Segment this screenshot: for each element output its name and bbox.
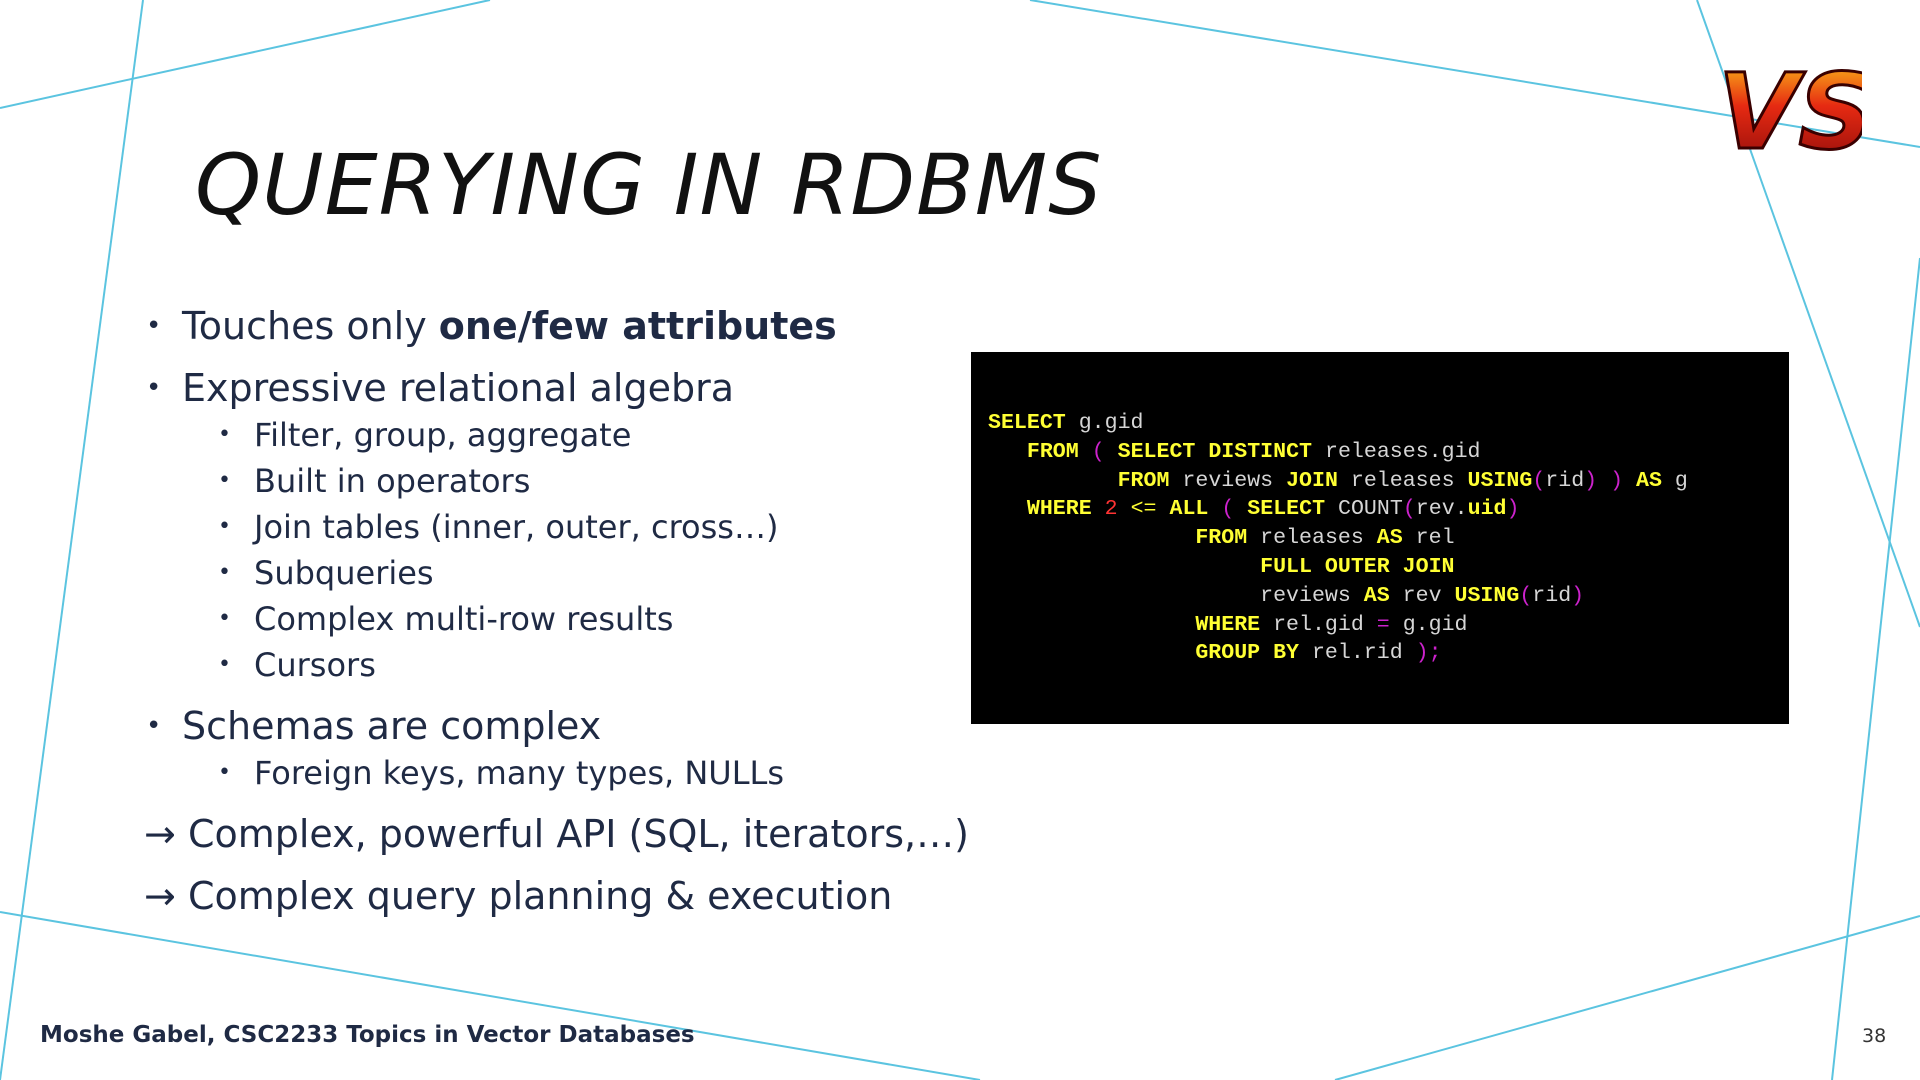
code-token: AS	[1376, 526, 1403, 551]
arrow-point-api: → Complex, powerful API (SQL, iterators,…	[140, 810, 969, 858]
code-token: (	[1221, 497, 1235, 522]
sub-bullet: Join tables (inner, outer, cross…)	[140, 504, 960, 550]
code-token: )	[1506, 497, 1520, 522]
code-token	[1092, 497, 1105, 521]
code-token: rid	[1545, 468, 1585, 493]
code-token: reviews	[1169, 468, 1287, 493]
code-token: )	[1571, 583, 1585, 608]
sub-bullet: Built in operators	[140, 458, 960, 504]
code-token: SELECT	[1247, 497, 1326, 522]
code-token: SELECT	[988, 411, 1066, 435]
code-token: );	[1415, 641, 1442, 666]
code-token: FROM	[1117, 468, 1170, 493]
page-number: 38	[1862, 1025, 1887, 1047]
code-token: ALL	[1169, 497, 1209, 522]
code-token: releases	[1247, 526, 1377, 551]
code-line: FROM releases AS rel	[988, 524, 1789, 553]
code-token	[1105, 440, 1118, 464]
arrow-icon: →	[144, 874, 176, 918]
code-token: JOIN	[1286, 468, 1338, 493]
code-token	[1234, 497, 1247, 521]
code-token: rel.rid	[1299, 641, 1416, 666]
code-token: rev.	[1415, 497, 1468, 522]
code-token: USING	[1467, 468, 1533, 493]
code-token: releases.gid	[1312, 439, 1481, 464]
code-token	[1597, 469, 1610, 493]
code-token	[988, 613, 1195, 637]
code-token: g	[1661, 468, 1688, 493]
code-token: )	[1584, 468, 1598, 493]
code-token: (	[1519, 583, 1533, 608]
code-token	[1157, 497, 1170, 521]
logo-text: VS	[1718, 51, 1862, 170]
sub-bullet: Filter, group, aggregate	[140, 412, 960, 458]
code-token: AS	[1363, 583, 1390, 608]
code-token: )	[1610, 468, 1624, 493]
vs-logo: VS	[1717, 50, 1863, 170]
code-line: WHERE rel.gid = g.gid	[988, 611, 1789, 640]
code-token: rel	[1402, 526, 1455, 551]
slide-title: QUERYING IN RDBMS	[195, 136, 1103, 234]
sub-bullet: Complex multi-row results	[140, 596, 960, 642]
code-token: g.gid	[1389, 612, 1468, 637]
code-token: SELECT DISTINCT	[1117, 439, 1313, 464]
bullet-bold-text: one/few attributes	[438, 304, 837, 348]
code-token: FROM	[1026, 439, 1079, 464]
code-token	[988, 497, 1027, 521]
code-token: FROM	[1195, 526, 1248, 551]
code-token: (	[1091, 439, 1105, 464]
code-token: rid	[1532, 583, 1572, 608]
arrow-icon: →	[144, 812, 176, 856]
sub-bullet: Foreign keys, many types, NULLs	[140, 750, 960, 796]
code-token	[988, 555, 1260, 579]
code-token	[988, 440, 1027, 464]
code-token	[1118, 497, 1131, 521]
code-token: rev	[1389, 583, 1455, 608]
code-token: =	[1376, 612, 1390, 637]
code-token: (	[1402, 497, 1416, 522]
bullet-list: Touches only one/few attributes Expressi…	[140, 302, 969, 920]
code-token: <=	[1130, 497, 1157, 522]
code-token: reviews	[988, 583, 1364, 608]
code-token: WHERE	[1195, 612, 1261, 637]
code-line: FROM ( SELECT DISTINCT releases.gid	[988, 438, 1789, 467]
code-token: AS	[1636, 468, 1662, 493]
code-token: USING	[1454, 583, 1520, 608]
code-token: GROUP BY	[1195, 641, 1300, 666]
code-token: COUNT	[1325, 497, 1403, 522]
code-token: (	[1532, 468, 1546, 493]
code-token: 2	[1104, 497, 1118, 522]
code-token	[988, 526, 1195, 550]
code-token: rel.gid	[1260, 612, 1377, 637]
bullet-relational-algebra: Expressive relational algebra	[140, 364, 960, 412]
sub-bullet: Cursors	[140, 642, 960, 688]
code-line: SELECT g.gid	[988, 409, 1789, 438]
code-token	[988, 469, 1118, 493]
sub-bullet: Subqueries	[140, 550, 960, 596]
footer-text: Moshe Gabel, CSC2233 Topics in Vector Da…	[40, 1022, 695, 1048]
arrow-point-planning: → Complex query planning & execution	[140, 872, 960, 920]
code-token: FULL OUTER JOIN	[1260, 554, 1455, 579]
code-line: GROUP BY rel.rid );	[988, 639, 1789, 668]
arrow-text: Complex, powerful API (SQL, iterators,…)	[187, 812, 969, 856]
bullet-text: Touches only	[182, 304, 439, 348]
code-token	[1208, 497, 1221, 521]
code-token	[1079, 440, 1092, 464]
bullet-schemas: Schemas are complex	[140, 702, 960, 750]
code-line: WHERE 2 <= ALL ( SELECT COUNT(rev.uid)	[988, 495, 1789, 524]
code-token	[1623, 469, 1636, 493]
code-token: releases	[1337, 468, 1468, 493]
arrow-text: Complex query planning & execution	[187, 874, 893, 918]
code-token: g.gid	[1065, 411, 1144, 435]
code-token	[988, 641, 1195, 665]
code-line: FROM reviews JOIN releases USING(rid) ) …	[988, 467, 1789, 496]
code-token: uid	[1467, 497, 1507, 522]
sql-code-block: SELECT g.gid FROM ( SELECT DISTINCT rele…	[971, 352, 1789, 724]
code-line: reviews AS rev USING(rid)	[988, 582, 1789, 611]
bullet-attributes: Touches only one/few attributes	[140, 302, 960, 350]
code-token: WHERE	[1026, 497, 1092, 522]
code-line: FULL OUTER JOIN	[988, 553, 1789, 582]
